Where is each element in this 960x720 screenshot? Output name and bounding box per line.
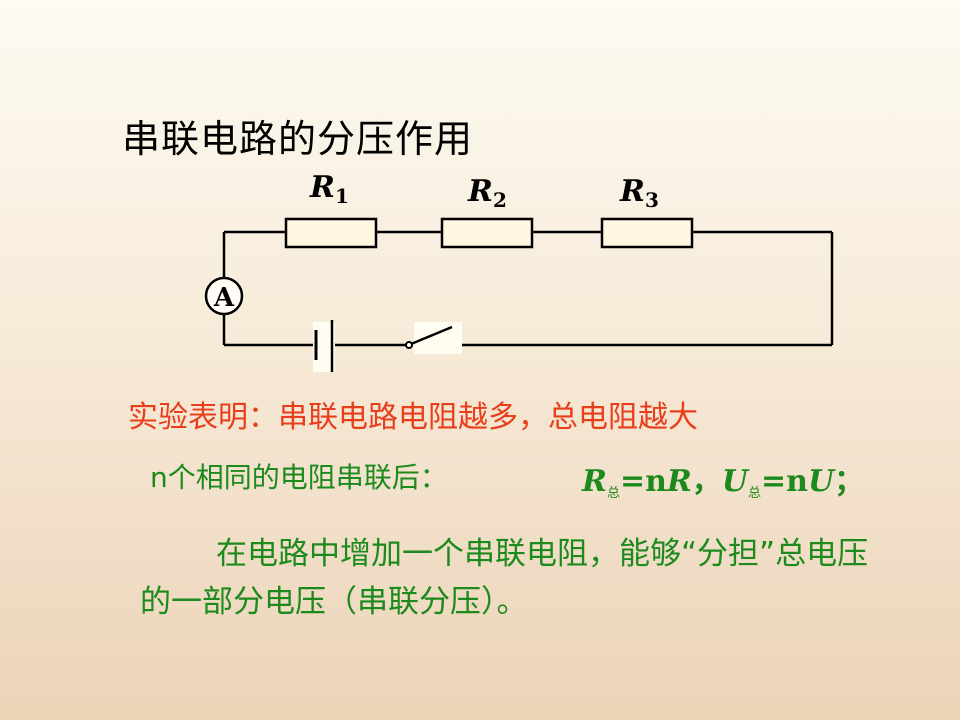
switch-pivot-icon [405,341,413,349]
switch-lever [410,325,453,346]
resistor-r2 [440,217,534,249]
battery-background [313,322,335,372]
ammeter-label: A [213,283,235,313]
experiment-conclusion: 实验表明：串联电路电阻越多，总电阻越大 [128,400,698,435]
resistor-r1 [284,217,378,249]
voltage-division-explanation: 在电路中增加一个串联电阻，能够“分担”总电压的一部分电压（串联分压）。 [140,536,869,620]
switch-background [414,322,462,354]
formula-intro: n个相同的电阻串联后： [150,461,448,494]
ammeter-icon [204,276,244,316]
resistor-r3 [600,217,694,249]
resistor-label-r1: R1 [310,170,349,208]
resistor-label-r3: R3 [620,174,659,212]
resistor-label-r2: R2 [468,174,507,212]
slide-title: 串联电路的分压作用 [122,117,474,161]
series-resistance-formula: R总=nR，U总=nU； [582,464,865,501]
